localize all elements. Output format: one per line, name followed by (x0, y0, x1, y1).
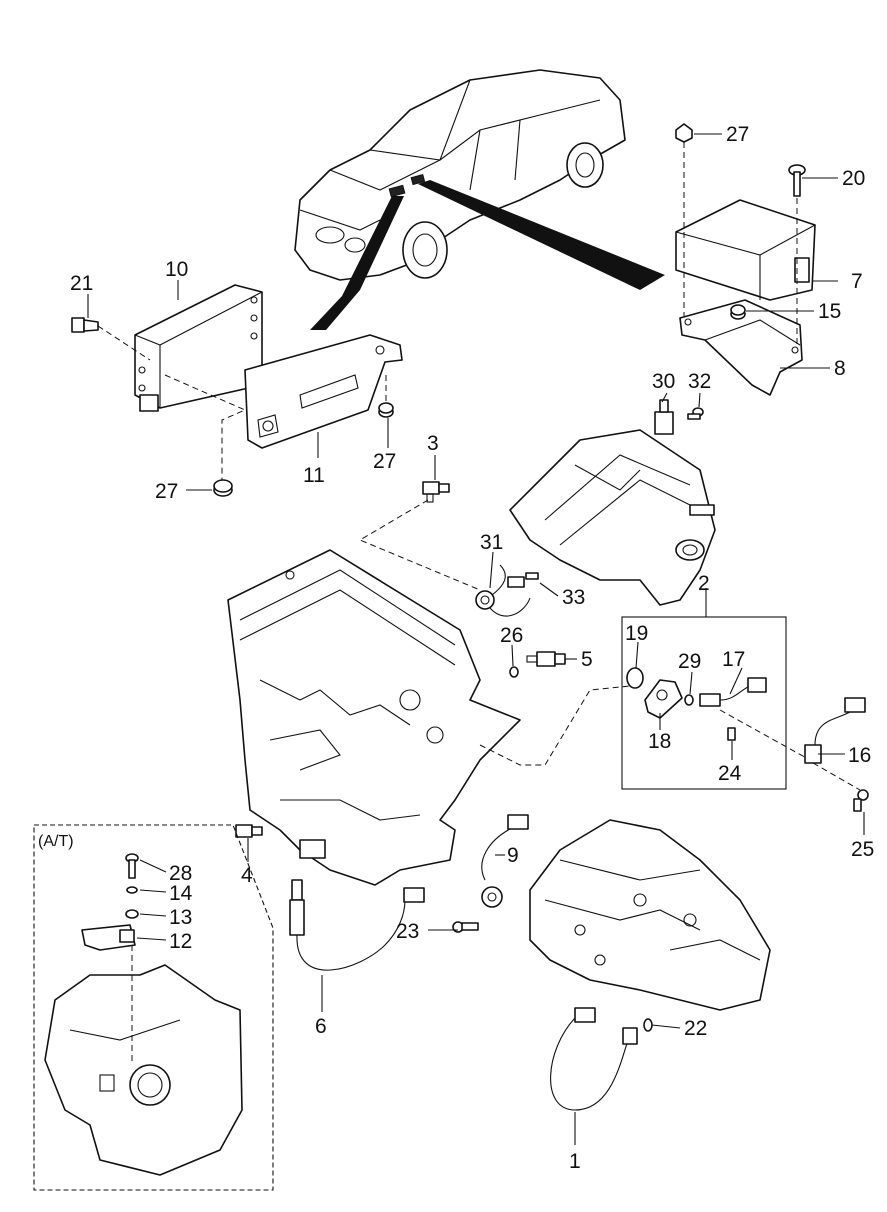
at-section-label: (A/T) (38, 833, 74, 850)
callout-1: 1 (569, 1150, 581, 1173)
ecu-module-part-10 (134, 284, 263, 412)
bolt-part-28 (125, 853, 139, 879)
callout-31: 31 (480, 531, 503, 554)
speed-sensor-part-1 (550, 1007, 638, 1111)
callout-6: 6 (315, 1015, 327, 1038)
callout-21: 21 (70, 272, 93, 295)
sensor-part-16 (804, 697, 866, 764)
callout-23: 23 (396, 920, 419, 943)
callout-7: 7 (851, 270, 863, 293)
callout-18: 18 (648, 730, 671, 753)
callout-32: 32 (688, 370, 711, 393)
callout-27-ecu: 27 (155, 480, 178, 503)
bolt-part-25 (853, 789, 869, 812)
callout-33: 33 (562, 586, 585, 609)
transmission-case (529, 819, 771, 1011)
nut-27-a (378, 402, 394, 418)
callout-13: 13 (169, 906, 192, 929)
callout-27-module: 27 (726, 123, 749, 146)
callout-24: 24 (718, 762, 742, 785)
sensor-part-4 (235, 824, 263, 838)
callout-2: 2 (698, 572, 710, 595)
control-module-part-7 (675, 199, 816, 301)
sensor-part-30 (654, 399, 674, 435)
screw-part-24 (727, 727, 736, 741)
callout-16: 16 (848, 744, 871, 767)
engine-block (227, 549, 521, 886)
screw-part-32 (687, 407, 704, 420)
sensor-group-2-frame (621, 616, 787, 790)
bolt-part-21 (71, 317, 99, 333)
oring-part-22 (643, 1018, 653, 1032)
module-location-ribbon (418, 180, 665, 290)
at-option-frame (33, 824, 274, 1191)
sensor-part-5 (526, 651, 566, 667)
oxygen-sensor-part-6 (289, 879, 425, 971)
ecu-location-ribbon (310, 196, 404, 330)
callout-5: 5 (581, 648, 593, 671)
callout-17: 17 (722, 648, 745, 671)
bracket-part-11 (244, 334, 403, 449)
oring-part-19 (626, 667, 644, 689)
intake-manifold (509, 429, 716, 606)
sensor-part-9 (481, 814, 529, 908)
callout-30: 30 (652, 370, 675, 393)
callout-29: 29 (678, 650, 701, 673)
callout-27-bracket: 27 (373, 450, 396, 473)
callout-3: 3 (427, 432, 439, 455)
nut-27-b (213, 479, 233, 497)
washer-part-26 (509, 666, 519, 678)
nut-27-c (675, 123, 693, 143)
callout-22: 22 (684, 1017, 707, 1040)
at-transmission (44, 964, 243, 1176)
callout-12: 12 (169, 930, 192, 953)
connector-part-33 (507, 572, 539, 588)
washer-part-13 (125, 909, 139, 919)
callout-15: 15 (818, 300, 841, 323)
callout-10: 10 (165, 258, 188, 281)
nut-part-15 (730, 304, 746, 320)
callout-19: 19 (625, 622, 648, 645)
callout-11: 11 (303, 464, 325, 487)
callout-8: 8 (834, 357, 846, 380)
callout-20: 20 (842, 167, 865, 190)
callout-28: 28 (169, 862, 192, 885)
callout-26: 26 (500, 624, 523, 647)
callout-25: 25 (851, 838, 874, 861)
knock-sensor-part-31 (475, 564, 531, 617)
washer-part-14 (126, 886, 138, 894)
callout-4: 4 (241, 864, 253, 887)
sensor-body-part-18 (644, 679, 683, 719)
pin-part-29 (684, 694, 694, 706)
module-bracket-part-8 (679, 299, 803, 396)
harness-part-17 (699, 677, 767, 707)
callout-14: 14 (169, 882, 193, 905)
bolt-part-20 (788, 164, 806, 197)
bolt-part-23 (452, 921, 479, 933)
callout-9: 9 (507, 844, 519, 867)
switch-part-12 (81, 924, 136, 951)
sensor-part-3 (422, 481, 450, 503)
